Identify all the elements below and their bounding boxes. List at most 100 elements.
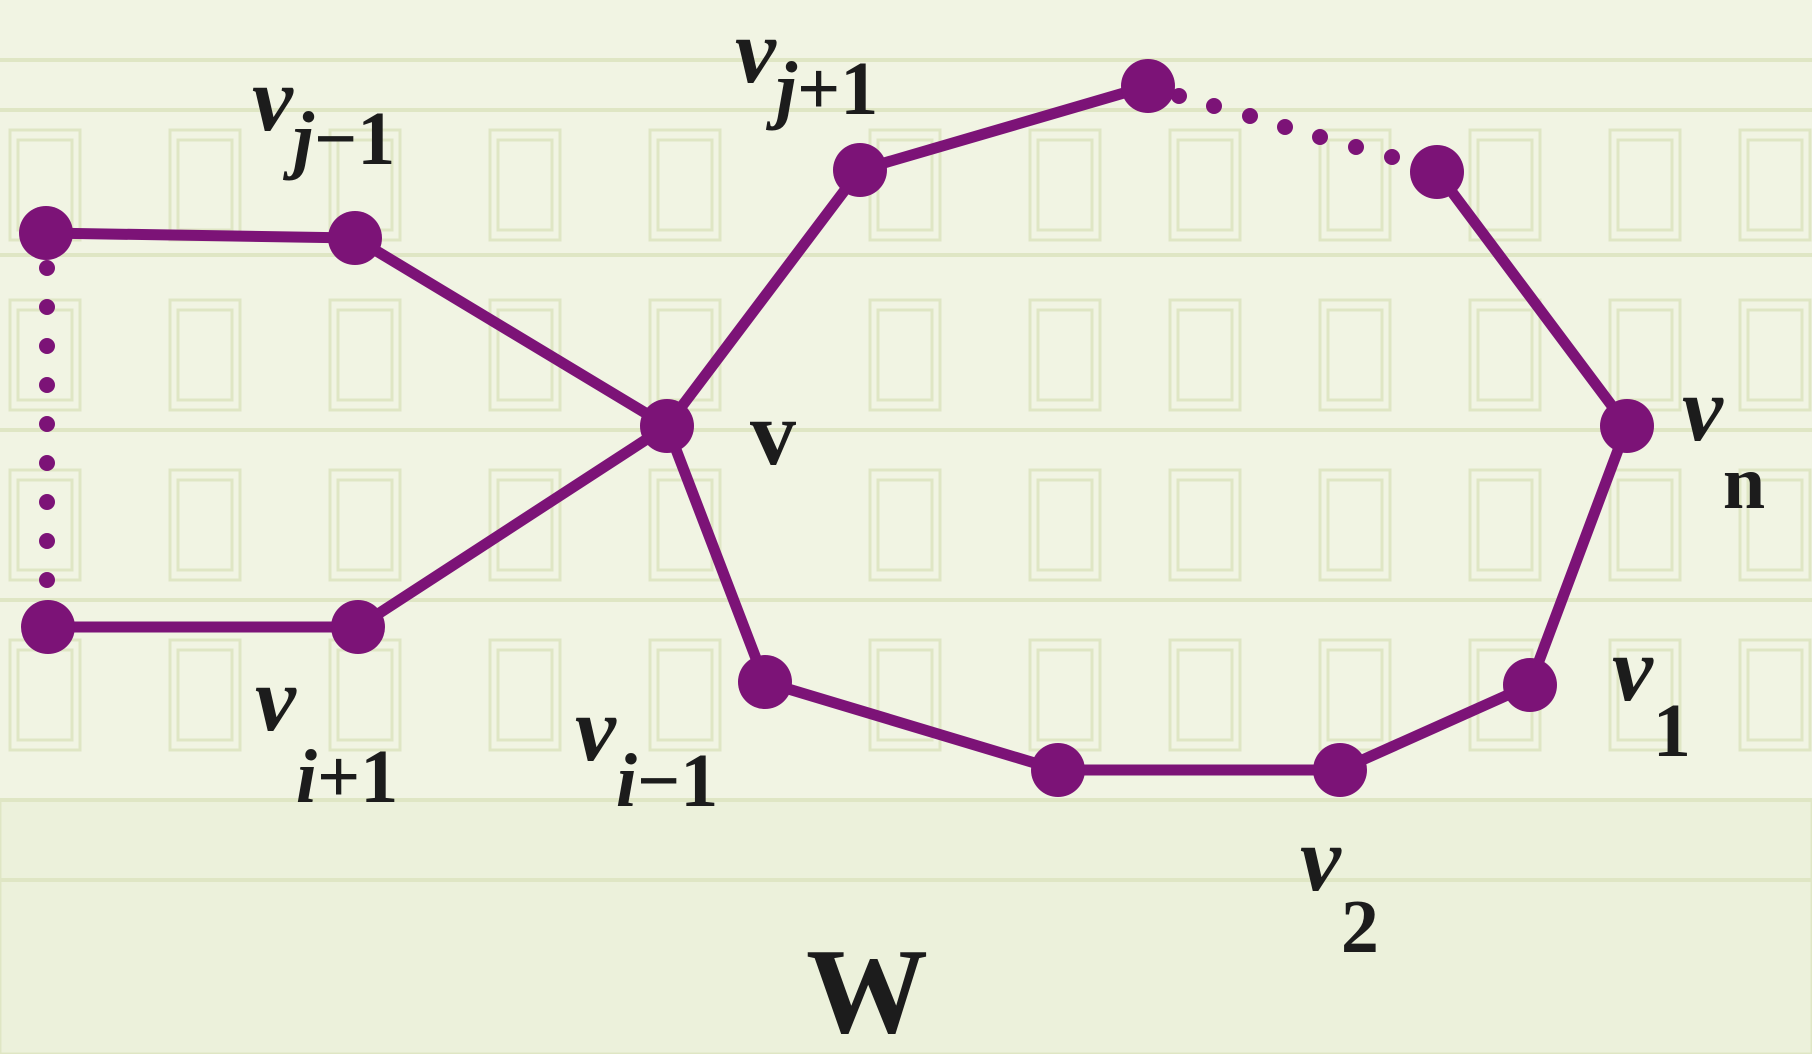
background-building-illustration [0, 58, 1812, 1054]
bg-window-pane-48 [1746, 648, 1804, 742]
left-dot-1 [39, 260, 55, 276]
bg-window-15 [328, 298, 402, 412]
top-dot-5 [1312, 129, 1328, 145]
bg-window-47 [1608, 638, 1682, 752]
vertex-left-top [19, 206, 73, 260]
bg-window-33 [1318, 468, 1392, 582]
bg-window-pane-8 [1176, 138, 1234, 232]
vertex-v-2 [1313, 743, 1367, 797]
bg-window-pane-26 [176, 478, 234, 572]
edge-v1-to-v2 [1334, 679, 1536, 776]
bg-window-32 [1168, 468, 1242, 582]
top-dot-6 [1348, 139, 1364, 155]
bg-window-pane-31 [1036, 478, 1094, 572]
top-dot-4 [1277, 119, 1293, 135]
edge-v-to-vj+1 [661, 164, 866, 432]
left-dot-8 [39, 533, 55, 549]
bg-window-34 [1468, 468, 1542, 582]
left-dot-5 [39, 416, 55, 432]
bg-window-45 [1318, 638, 1392, 752]
bg-window-19 [1028, 298, 1102, 412]
dotted-path-top [1171, 88, 1400, 165]
label-v-i-minus-1: vi−1 [575, 678, 718, 823]
vertex-v-n [1600, 399, 1654, 453]
bg-window-21 [1318, 298, 1392, 412]
bg-window-pane-45 [1326, 648, 1384, 742]
bg-window-pane-34 [1476, 478, 1534, 572]
edge-top-right-to-vn [1431, 166, 1633, 432]
bg-window-pane-36 [1746, 478, 1804, 572]
label-v-j-minus-1: vj−1 [252, 48, 395, 181]
label-v-j-plus-1: vj+1 [735, 0, 878, 131]
bg-window-pane-20 [1176, 308, 1234, 402]
bg-window-24 [1738, 298, 1812, 412]
bg-window-pane-32 [1176, 478, 1234, 572]
top-dot-7 [1384, 149, 1400, 165]
bg-window-pane-21 [1326, 308, 1384, 402]
bg-window-pane-41 [656, 648, 714, 742]
left-dot-6 [39, 455, 55, 471]
vertex-top [1121, 59, 1175, 113]
edge-vj-1-to-v [349, 232, 673, 432]
bg-window-27 [328, 468, 402, 582]
bg-window-pane-19 [1036, 308, 1094, 402]
bg-window-pane-39 [336, 648, 394, 742]
bg-window-18 [868, 298, 942, 412]
bg-window-pane-24 [1746, 308, 1804, 402]
bg-window-28 [488, 468, 562, 582]
vertex-v [640, 399, 694, 453]
label-v-1: v1 [1612, 618, 1691, 773]
bg-window-2 [168, 128, 242, 242]
bg-window-pane-38 [176, 648, 234, 742]
edge-left-top-to-vj-1 [40, 227, 361, 244]
left-dot-7 [39, 494, 55, 510]
bg-window-pane-15 [336, 308, 394, 402]
bg-window-41 [648, 638, 722, 752]
bg-window-pane-33 [1326, 478, 1384, 572]
bg-window-pane-11 [1616, 138, 1674, 232]
bg-window-pane-18 [876, 308, 934, 402]
dotted-path-left [39, 260, 55, 588]
bg-window-48 [1738, 638, 1812, 752]
bg-window-pane-43 [1036, 648, 1094, 742]
bg-window-14 [168, 298, 242, 412]
bg-window-pane-27 [336, 478, 394, 572]
bg-window-pane-4 [496, 138, 554, 232]
bg-window-43 [1028, 638, 1102, 752]
bg-window-pane-37 [16, 648, 74, 742]
bg-window-pane-35 [1616, 478, 1674, 572]
edge-v-to-vi+1 [352, 420, 673, 633]
bg-window-pane-7 [1036, 138, 1094, 232]
vertex-labels: vj−1 vj+1 v vn vi+1 vi−1 v1 [252, 0, 1765, 1054]
top-dot-3 [1242, 108, 1258, 124]
bg-window-pane-17 [656, 308, 714, 402]
vertex-top-right [1410, 145, 1464, 199]
label-v-i-plus-1: vi+1 [255, 648, 398, 819]
bg-window-pane-22 [1476, 308, 1534, 402]
bg-window-11 [1608, 128, 1682, 242]
vertex-v-i-minus-1 [738, 655, 792, 709]
bg-window-37 [8, 638, 82, 752]
bg-window-pane-10 [1476, 138, 1534, 232]
bg-window-31 [1028, 468, 1102, 582]
vertex-bottom-mid [1031, 743, 1085, 797]
bg-window-7 [1028, 128, 1102, 242]
bg-window-38 [168, 638, 242, 752]
bg-window-25 [8, 468, 82, 582]
bg-base-wall [0, 798, 1812, 1054]
bg-window-pane-5 [656, 138, 714, 232]
bg-window-30 [868, 468, 942, 582]
edge-vj+1-to-top [854, 80, 1154, 176]
label-v: v [750, 382, 796, 484]
label-v-n: vn [1682, 358, 1765, 525]
left-dot-3 [39, 338, 55, 354]
vertex-v-j-plus-1 [833, 143, 887, 197]
bg-window-pane-47 [1616, 648, 1674, 742]
bg-window-pane-44 [1176, 648, 1234, 742]
left-dot-2 [39, 299, 55, 315]
bg-window-9 [1318, 128, 1392, 242]
bg-window-pane-14 [176, 308, 234, 402]
label-walk-w: W [806, 924, 928, 1054]
bg-window-4 [488, 128, 562, 242]
vertex-v-1 [1503, 658, 1557, 712]
